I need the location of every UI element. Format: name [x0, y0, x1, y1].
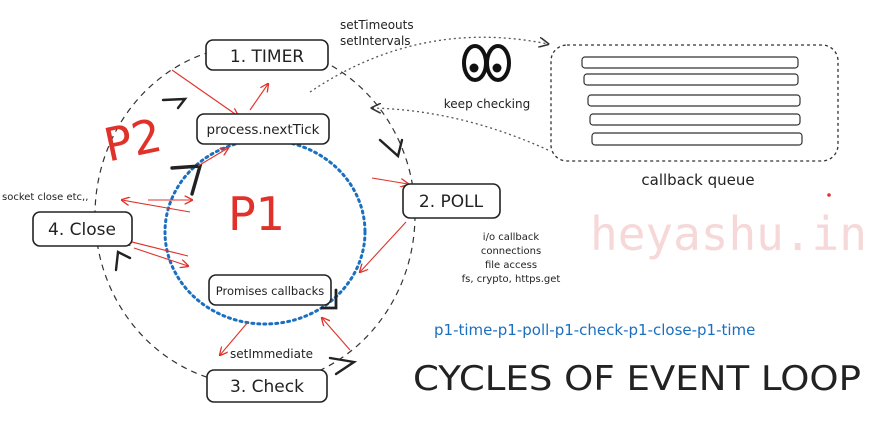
poll-note-line2: connections	[481, 246, 541, 257]
red-arrows	[122, 69, 408, 355]
queue-return-connector	[372, 108, 549, 151]
watermark: heyashu.in	[590, 207, 867, 261]
check-label: 3. Check	[230, 377, 304, 397]
poll-note-line1: i/o callback	[483, 232, 540, 243]
p1-label: P1	[228, 187, 285, 241]
next-tick-label: process.nextTick	[207, 122, 320, 138]
queue-bar	[591, 132, 803, 146]
timer-queue-connector	[309, 36, 548, 93]
timer-box: 1. TIMER	[205, 39, 329, 71]
promises-box: Promises callbacks	[208, 274, 332, 306]
watermark-dot	[827, 193, 831, 197]
callback-queue-box	[550, 44, 839, 162]
promises-label: Promises callbacks	[216, 284, 324, 298]
close-box: 4. Close	[32, 211, 133, 247]
p2-label: P2	[99, 108, 166, 173]
poll-box: 2. POLL	[402, 183, 501, 219]
poll-note-line3: file access	[485, 260, 537, 271]
queue-bars	[581, 56, 803, 146]
poll-label: 2. POLL	[419, 192, 484, 212]
keep-checking-note: keep checking	[444, 97, 530, 111]
timers-note-line2: setIntervals	[340, 34, 411, 48]
timer-label: 1. TIMER	[230, 47, 304, 67]
page-title: CYCLES OF EVENT LOOP	[413, 359, 861, 399]
queue-bar	[589, 113, 801, 126]
socket-close-note: socket close etc,,	[2, 192, 88, 203]
queue-bar	[581, 56, 799, 69]
poll-note-line4: fs, crypto, https.get	[462, 274, 561, 285]
callback-queue-label: callback queue	[641, 171, 754, 189]
next-tick-box: process.nextTick	[196, 113, 330, 145]
eyes-icon	[462, 44, 511, 82]
loop-arrowheads	[114, 97, 404, 376]
timers-note-line1: setTimeouts	[340, 18, 414, 32]
check-box: 3. Check	[206, 369, 328, 403]
close-label: 4. Close	[48, 220, 116, 240]
set-immediate-note: setImmediate	[230, 347, 313, 361]
loop-sequence: p1-time-p1-poll-p1-check-p1-close-p1-tim…	[434, 321, 755, 339]
queue-bar	[583, 73, 799, 86]
queue-bar	[587, 94, 801, 107]
